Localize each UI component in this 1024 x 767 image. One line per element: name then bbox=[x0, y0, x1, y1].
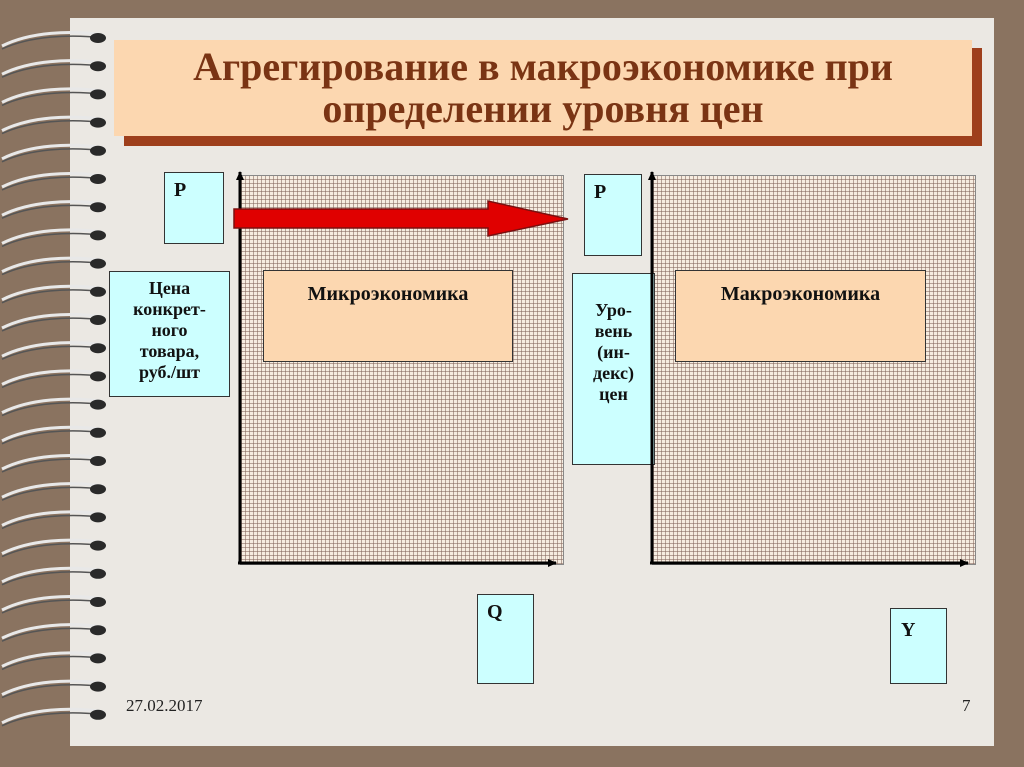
binding-ring bbox=[1, 256, 106, 276]
binding-ring bbox=[1, 454, 106, 473]
binding-ring bbox=[1, 510, 106, 530]
binding-ring bbox=[1, 397, 106, 417]
binding-ring bbox=[1, 313, 106, 332]
binding-ring bbox=[1, 228, 106, 248]
binding-ring bbox=[1, 623, 106, 642]
micro-x-axis-label: Q bbox=[477, 594, 534, 684]
micro-grid bbox=[240, 175, 564, 565]
macro-y-axis-label: P bbox=[584, 174, 642, 256]
right-arrow-icon bbox=[233, 200, 569, 237]
binding-ring bbox=[1, 31, 106, 50]
binding-ring bbox=[1, 566, 106, 586]
macro-y-description: Уро- вень (ин- декс) цен bbox=[572, 273, 655, 465]
binding-ring bbox=[1, 707, 106, 727]
binding-ring bbox=[1, 425, 106, 445]
binding-ring bbox=[1, 369, 106, 389]
binding-ring bbox=[1, 341, 106, 360]
title-line-1: Агрегирование в макроэкономике при bbox=[193, 44, 893, 89]
binding-ring bbox=[1, 651, 106, 671]
slide-title: Агрегирование в макроэкономике при опред… bbox=[114, 40, 972, 136]
binding-ring bbox=[1, 59, 106, 78]
binding-ring bbox=[1, 115, 106, 135]
binding-ring bbox=[1, 284, 106, 304]
binding-ring bbox=[1, 595, 106, 614]
binding-ring bbox=[1, 143, 106, 163]
micro-y-axis-label: P bbox=[164, 172, 224, 244]
footer-date: 27.02.2017 bbox=[126, 696, 203, 715]
title-line-2: определении уровня цен bbox=[322, 86, 764, 131]
binding-ring bbox=[1, 482, 106, 501]
binding-ring bbox=[1, 87, 106, 107]
page-number: 7 bbox=[962, 696, 971, 715]
binding-ring bbox=[1, 679, 106, 699]
macro-x-axis-label: Y bbox=[890, 608, 947, 684]
binding-ring bbox=[1, 538, 106, 558]
macro-region-label: Макроэкономика bbox=[675, 270, 926, 362]
binding-ring bbox=[1, 172, 106, 191]
macro-grid bbox=[652, 175, 976, 565]
micro-y-description: Цена конкрет- ного товара, руб./шт bbox=[109, 271, 230, 397]
spiral-binding bbox=[1, 31, 106, 727]
binding-ring bbox=[1, 200, 106, 219]
micro-region-label: Микроэкономика bbox=[263, 270, 513, 362]
